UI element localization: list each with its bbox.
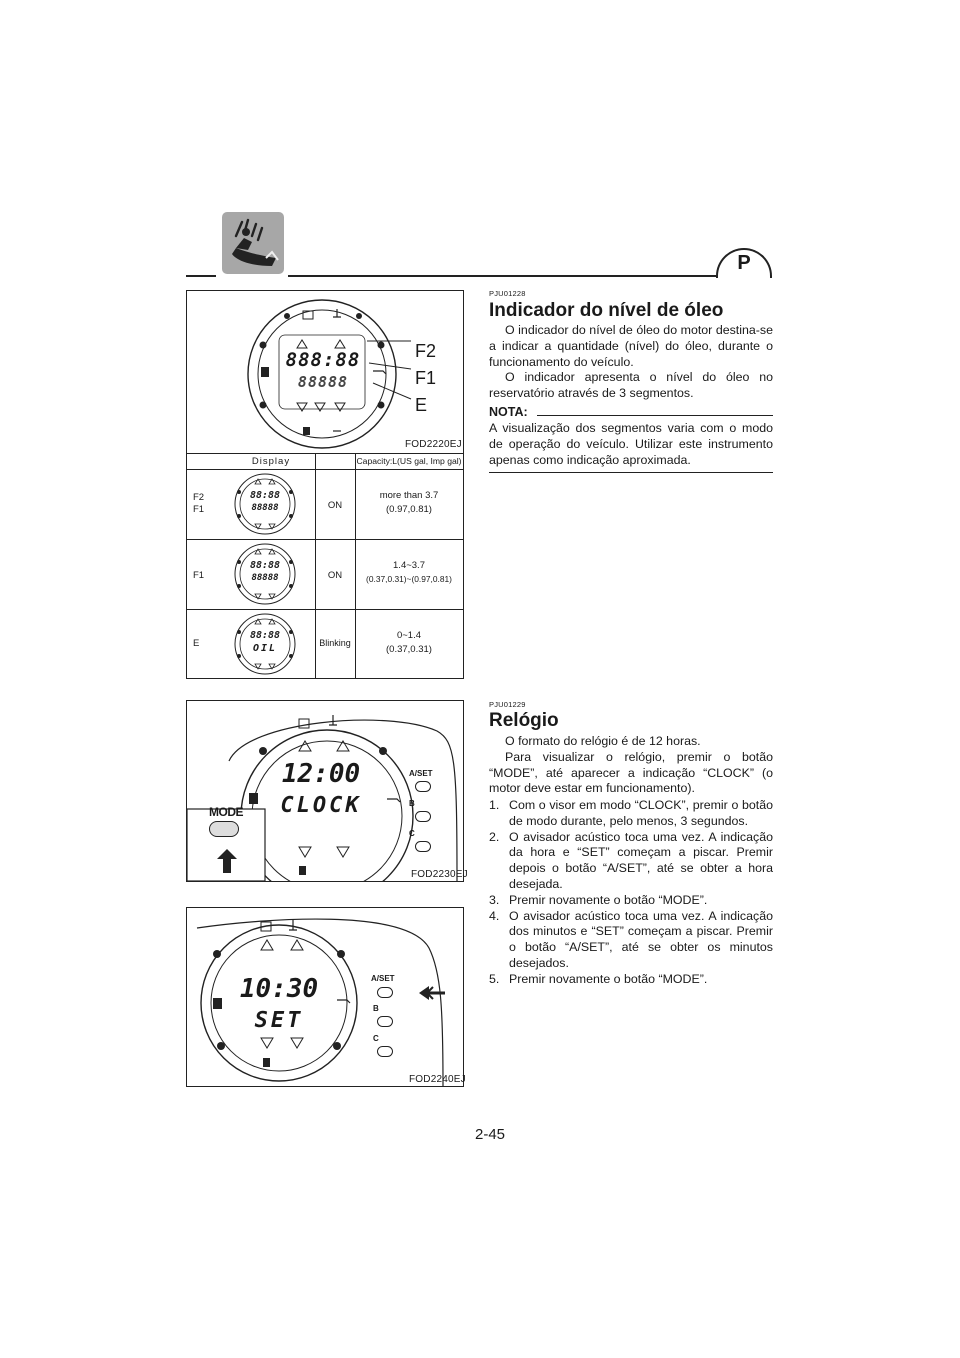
list-item: 1.Com o visor em modo “CLOCK”, premir o … xyxy=(489,798,773,828)
section-code: PJU01228 xyxy=(489,289,526,298)
table-row-state: ON xyxy=(327,570,343,581)
oil-gauge-figure: 888:88 88888 F2 F1 E FOD2220EJ Display C… xyxy=(186,290,464,679)
label-f1: F1 xyxy=(415,368,437,388)
section-body: O indicador do nível de óleo do motor de… xyxy=(489,323,773,402)
note-title: NOTA: xyxy=(489,405,528,419)
c-button[interactable] xyxy=(377,1046,393,1057)
set-time: 10:30 xyxy=(239,974,319,1004)
mini-gauge-icon xyxy=(234,613,296,675)
header-rule-right xyxy=(288,275,716,277)
table-row-state: Blinking xyxy=(319,638,351,648)
section-body: O formato do relógio é de 12 horas. Para… xyxy=(489,734,773,797)
clock-time: 12:00 xyxy=(281,759,361,789)
mini-lcd-top: 88:88 xyxy=(249,630,281,641)
table-row-capacity: more than 3.7 xyxy=(379,490,439,501)
table-row-level: F2 F1 xyxy=(193,492,205,515)
list-item: 4.O avisador acústico toca uma vez. A in… xyxy=(489,908,773,970)
paragraph: O indicador do nível de óleo do motor de… xyxy=(489,323,773,369)
label-e: E xyxy=(415,395,428,415)
section-icon xyxy=(222,212,284,274)
table-row-capacity-alt: (0.97,0.81) xyxy=(386,504,432,515)
c-button[interactable] xyxy=(415,841,431,852)
note-text: A visualização dos segmentos varia com o… xyxy=(489,421,773,467)
b-button[interactable] xyxy=(415,811,431,822)
clock-mode-text: CLOCK xyxy=(280,793,362,818)
paragraph: O formato do relógio é de 12 horas. xyxy=(505,734,701,748)
figure-code: FOD2220EJ xyxy=(405,439,462,450)
figure-code: FOD2230EJ xyxy=(411,869,468,880)
clock-display-figure: 12:00 CLOCK A/SET B C MODE FOD2230EJ xyxy=(186,700,468,882)
button-label-b: B xyxy=(409,799,415,808)
mini-lcd-top: 88:88 xyxy=(249,560,281,571)
list-item: 2.O avisador acústico toca uma vez. A in… xyxy=(489,829,773,891)
mini-lcd-bottom: 88888 xyxy=(251,573,279,583)
table-row-capacity-alt: (0.37,0.31)~(0.97,0.81) xyxy=(366,574,452,584)
paragraph: O indicador apresenta o nível do óleo no… xyxy=(489,370,773,401)
paragraph: Para visualizar o relógio, premir o botã… xyxy=(489,749,773,796)
button-label-b: B xyxy=(373,1004,379,1013)
figure-code: FOD2240EJ xyxy=(409,1074,466,1085)
label-f2: F2 xyxy=(415,341,437,361)
gauge-lcd-bottom: 88888 xyxy=(297,373,349,391)
set-display-illustration xyxy=(196,918,445,1086)
note-rule-top xyxy=(537,415,773,416)
aset-button[interactable] xyxy=(377,987,393,998)
b-button[interactable] xyxy=(377,1016,393,1027)
oil-level-table: Display Capacity:L(US gal, Imp gal) F2 F… xyxy=(187,453,463,679)
button-label-c: C xyxy=(373,1034,379,1043)
table-row-capacity: 0~1.4 xyxy=(396,630,422,641)
table-row-capacity: 1.4~3.7 xyxy=(393,560,425,571)
language-badge: P xyxy=(716,248,772,278)
table-row-capacity-alt: (0.37,0.31) xyxy=(386,644,432,655)
table-header-capacity: Capacity:L(US gal, Imp gal) xyxy=(356,456,462,466)
button-label-c: C xyxy=(409,829,415,838)
section-code: PJU01229 xyxy=(489,700,526,709)
mini-lcd-bottom: OIL xyxy=(252,643,278,654)
table-row-level: E xyxy=(193,638,200,649)
steps-list: 1.Com o visor em modo “CLOCK”, premir o … xyxy=(489,798,773,988)
section-title: Indicador do nível de óleo xyxy=(489,300,724,321)
mini-gauge-icon xyxy=(234,473,296,535)
mode-button-label: MODE xyxy=(209,805,244,819)
button-label-aset: A/SET xyxy=(409,769,433,778)
mini-gauge-icon xyxy=(234,543,296,605)
watercraft-rider-icon xyxy=(232,218,279,266)
note-rule-bottom xyxy=(489,472,773,473)
list-item: 5.Premir novamente o botão “MODE”. xyxy=(489,971,708,986)
mode-button[interactable] xyxy=(209,821,239,837)
mini-lcd-top: 88:88 xyxy=(249,490,281,501)
set-mode-text: SET xyxy=(254,1008,304,1033)
page-number: 2-45 xyxy=(474,1126,506,1143)
aset-button[interactable] xyxy=(415,781,431,792)
section-title: Relógio xyxy=(489,710,559,731)
oil-gauge-illustration xyxy=(247,299,412,449)
header-rule-left xyxy=(186,275,216,277)
table-row-level: F1 xyxy=(193,570,205,581)
gauge-lcd-top: 888:88 xyxy=(285,349,361,371)
list-item: 3.Premir novamente o botão “MODE”. xyxy=(489,892,708,907)
set-display-figure: 10:30 SET A/SET B C FOD2240EJ xyxy=(186,907,466,1087)
table-row-state: ON xyxy=(327,500,343,511)
mini-lcd-bottom: 88888 xyxy=(251,503,279,513)
button-label-aset: A/SET xyxy=(371,974,395,983)
table-header-display: Display xyxy=(251,456,291,467)
